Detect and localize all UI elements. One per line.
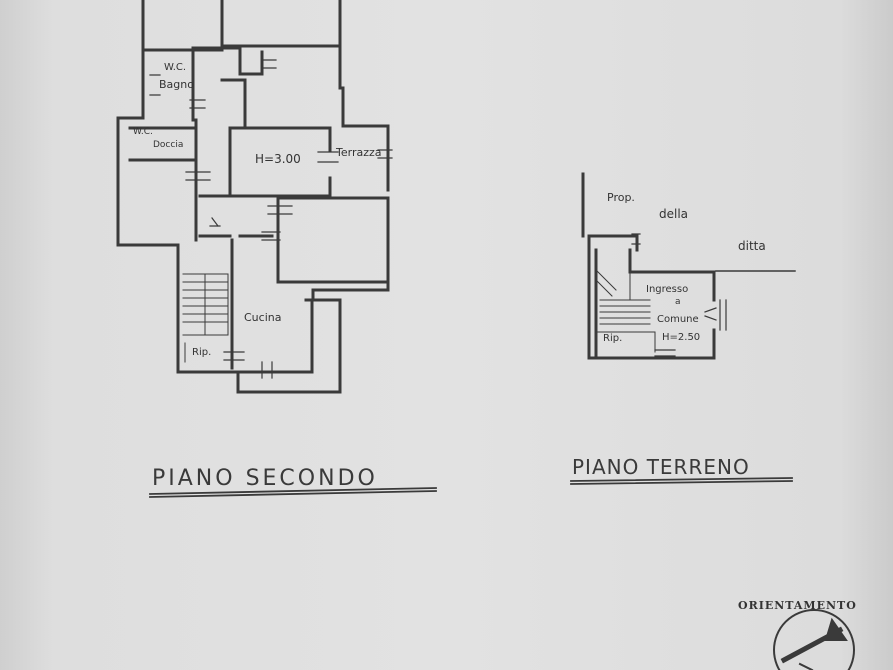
- room-label-terrazza: Terrazza: [336, 146, 382, 159]
- room-label-rip-ground: Rip.: [603, 333, 623, 344]
- room-label-height-second: H=3.00: [255, 152, 301, 166]
- compass-icon: [773, 609, 855, 670]
- ground-floor-openings: [631, 233, 727, 357]
- neighbor-label-ditta: ditta: [738, 239, 766, 253]
- ground-floor-title: PIANO TERRENO: [572, 455, 750, 479]
- room-label-doccia: Doccia: [153, 140, 184, 150]
- room-label-rip-second: Rip.: [192, 347, 212, 358]
- second-floor-title: PIANO SECONDO: [152, 466, 378, 491]
- room-label-a: a: [675, 297, 681, 307]
- label-underlines: [149, 477, 793, 498]
- room-label-wc-doccia-wc: W.C.: [133, 127, 153, 137]
- room-label-cucina: Cucina: [244, 311, 282, 324]
- room-label-bagno: Bagno: [159, 78, 194, 91]
- orientation-label: ORIENTAMENTO: [738, 599, 857, 612]
- neighbor-label-della: della: [659, 207, 689, 221]
- second-floor-stairs: [182, 273, 229, 363]
- ground-floor-walls: [581, 172, 716, 360]
- room-label-comune: Comune: [657, 314, 699, 325]
- room-label-wc-bagno-wc: W.C.: [164, 62, 187, 73]
- second-floor-walls: [116, 0, 390, 394]
- neighbor-label-prop: Prop.: [607, 191, 635, 204]
- second-floor-openings: [149, 59, 393, 379]
- ground-floor-stairs: [595, 269, 656, 353]
- room-label-height-ground: H=2.50: [662, 332, 701, 343]
- room-label-ingresso: Ingresso: [646, 284, 689, 295]
